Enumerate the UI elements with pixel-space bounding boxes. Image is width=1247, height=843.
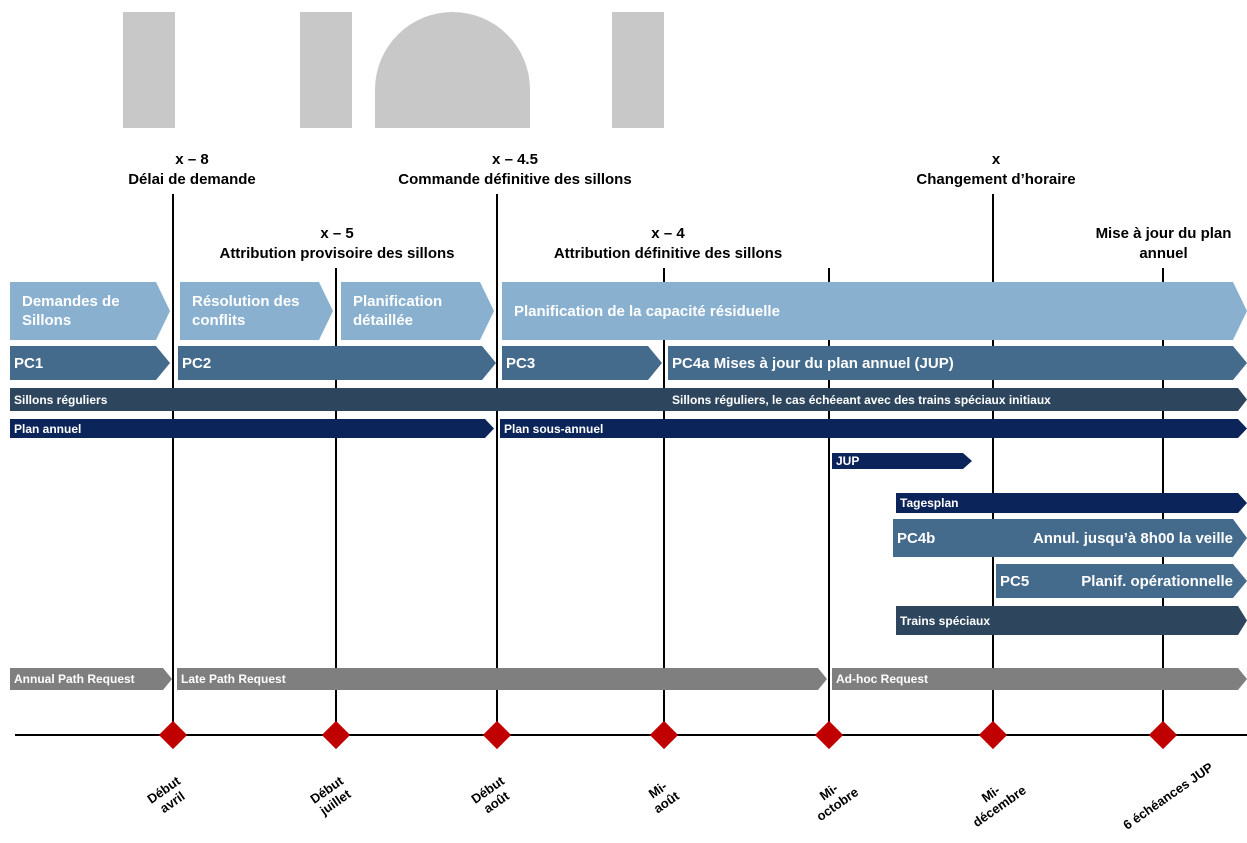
sillons-reguliers-bar: Sillons réguliers: [10, 388, 678, 411]
phase-resolution: Résolution des conflits: [180, 282, 333, 340]
milestone-x-5: x – 5 Attribution provisoire des sillons: [219, 224, 454, 264]
phase-demandes: Demandes de Sillons: [10, 282, 170, 340]
phase-planification-detaillee: Planification détaillée: [341, 282, 494, 340]
jup-label: JUP: [836, 454, 860, 468]
milestone-label: Attribution provisoire des sillons: [219, 245, 455, 262]
annual-path-request-label: Annual Path Request: [14, 672, 135, 686]
phase-label: Résolution des conflits: [192, 293, 300, 329]
sillons-reguliers-speciaux-bar: Sillons réguliers, le cas échéeant avec …: [668, 388, 1247, 411]
plan-sous-annuel-bar: Plan sous-annuel: [500, 419, 1247, 438]
sillons-reguliers-label: Sillons réguliers: [14, 392, 108, 407]
milestone-line-mi-decembre: [992, 194, 994, 742]
pc3-label: PC3: [506, 354, 536, 372]
logo-block-1: [123, 12, 175, 128]
pc5-bar: PC5 Planif. opérationnelle: [996, 564, 1247, 598]
pc4a-bar: PC4a Mises à jour du plan annuel (JUP): [668, 346, 1247, 380]
logo-arch: [375, 12, 530, 128]
phase-label: Demandes de Sillons: [22, 293, 120, 329]
milestone-label: Délai de demande: [128, 171, 256, 188]
plan-annuel-label: Plan annuel: [14, 421, 82, 436]
marker-debut-juillet: [321, 720, 351, 750]
tick-mi-octobre: Mi- octobre: [805, 772, 861, 824]
milestone-label: Changement d’horaire: [916, 171, 1076, 188]
milestone-code: x – 4: [651, 225, 685, 242]
milestone-line-mi-octobre: [828, 268, 830, 742]
milestone-code: x – 5: [320, 225, 354, 242]
pc5-text: Planif. opérationnelle: [1081, 572, 1233, 590]
late-path-request-label: Late Path Request: [181, 672, 286, 686]
milestone-line-aout: [496, 194, 498, 742]
milestone-line-juillet: [335, 268, 337, 742]
annual-path-request-bar: Annual Path Request: [10, 668, 172, 690]
pc4b-text: Annul. jusqu’à 8h00 la veille: [1032, 529, 1233, 547]
pc4b-bar: PC4b Annul. jusqu’à 8h00 la veille: [893, 519, 1247, 557]
phase-label: Planification détaillée: [353, 293, 443, 329]
milestone-jup-update: Mise à jour du plan annuel: [1082, 224, 1245, 264]
milestone-label: Attribution définitive des sillons: [553, 245, 783, 262]
marker-jup: [1148, 720, 1178, 750]
tick-debut-aout: Début août: [468, 773, 515, 819]
pc1-label: PC1: [14, 354, 44, 372]
tick-debut-avril: Début avril: [144, 773, 191, 819]
milestone-code: x: [991, 151, 1001, 168]
plan-annuel-bar: Plan annuel: [10, 419, 494, 438]
marker-mi-aout: [649, 720, 679, 750]
tick-line1: 6 échéances JUP: [1120, 759, 1216, 833]
tick-debut-juillet: Début juillet: [307, 773, 354, 819]
tick-mi-aout: Mi- août: [642, 776, 682, 816]
milestone-x-4-5: x – 4.5 Commande définitive des sillons: [398, 150, 631, 190]
plan-sous-annuel-label: Plan sous-annuel: [504, 421, 604, 436]
phase-label: Planification de la capacité résiduelle: [514, 302, 780, 320]
milestone-code: x – 4.5: [492, 151, 538, 168]
sillons-reguliers-speciaux-label: Sillons réguliers, le cas échéeant avec …: [672, 392, 1051, 407]
marker-debut-avril: [158, 720, 188, 750]
pc2-label: PC2: [182, 354, 212, 372]
jup-bar: JUP: [832, 453, 972, 469]
pc4a-label: PC4a Mises à jour du plan annuel (JUP): [672, 354, 954, 372]
pc2-bar: PC2: [178, 346, 496, 380]
marker-mi-octobre: [814, 720, 844, 750]
adhoc-request-label: Ad-hoc Request: [836, 672, 929, 686]
pc3-bar: PC3: [502, 346, 662, 380]
milestone-label: Mise à jour du plan annuel: [1095, 225, 1232, 262]
pc1-bar: PC1: [10, 346, 170, 380]
milestone-code: x – 8: [175, 151, 209, 168]
adhoc-request-bar: Ad-hoc Request: [832, 668, 1247, 690]
milestone-x: x Changement d’horaire: [916, 150, 1075, 190]
tagesplan-bar: Tagesplan: [896, 493, 1247, 513]
trains-speciaux-bar: Trains spéciaux: [896, 606, 1247, 635]
tick-6-echeances-jup: 6 échéances JUP: [1120, 759, 1216, 832]
marker-debut-aout: [482, 720, 512, 750]
tagesplan-label: Tagesplan: [900, 496, 959, 510]
pc5-code: PC5: [1000, 572, 1030, 590]
milestone-line-mi-aout: [663, 268, 665, 742]
pc4b-code: PC4b: [897, 529, 936, 547]
milestone-label: Commande définitive des sillons: [398, 171, 632, 188]
time-axis: [15, 734, 1247, 736]
milestone-line-avril: [172, 194, 174, 742]
phase-capacite-residuelle: Planification de la capacité résiduelle: [502, 282, 1247, 340]
milestone-x-4: x – 4 Attribution définitive des sillons: [554, 224, 782, 264]
milestone-x-8: x – 8 Délai de demande: [128, 150, 256, 190]
marker-mi-decembre: [978, 720, 1008, 750]
tick-mi-decembre: Mi- décembre: [961, 770, 1029, 830]
logo-block-3: [612, 12, 664, 128]
late-path-request-bar: Late Path Request: [177, 668, 827, 690]
logo-block-2: [300, 12, 352, 128]
trains-speciaux-label: Trains spéciaux: [900, 613, 991, 628]
